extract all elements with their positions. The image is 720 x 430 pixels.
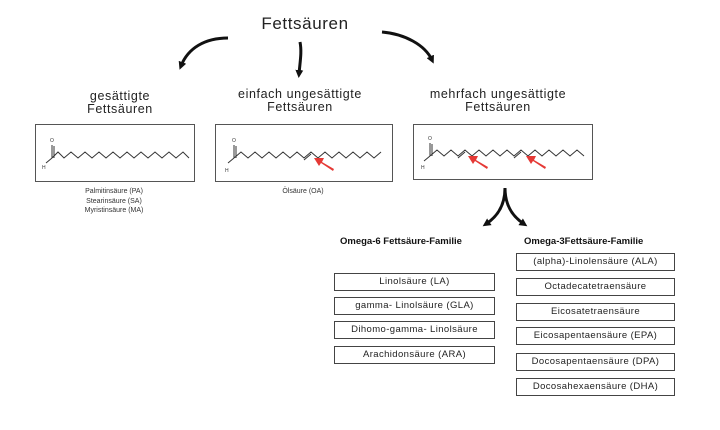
svg-text:O: O	[50, 138, 54, 144]
omega6-item: Dihomo-gamma- Linolsäure	[334, 321, 495, 339]
example-name: Myristinsäure (MA)	[84, 207, 144, 214]
double-bond-marker-arrow-2	[526, 156, 546, 169]
example-name: Stearinsäure (SA)	[86, 197, 142, 205]
svg-text:O: O	[232, 138, 236, 144]
molecule-box-monounsaturated: O H	[215, 124, 393, 182]
examples-saturated: Palmitinsäure (PA) Stearinsäure (SA) Myr…	[35, 187, 193, 216]
molecule-box-polyunsaturated: O H	[413, 124, 593, 180]
double-bond-marker-arrow-1	[468, 156, 488, 169]
arrow-to-omega6	[482, 187, 507, 227]
omega3-heading: Omega-3Fettsäure-Familie	[524, 236, 644, 247]
omega6-item: Arachidonsäure (ARA)	[334, 346, 495, 364]
category-title-monounsaturated: einfach ungesättigte Fettsäuren	[238, 87, 362, 114]
omega3-item: Docosahexaensäure (DHA)	[516, 378, 675, 396]
saturated-fatty-acid-structure: O H	[42, 138, 190, 171]
category-title-polyunsaturated: mehrfach ungesättigte Fettsäuren	[429, 87, 567, 114]
omega3-item: (alpha)-Linolensäure (ALA)	[516, 253, 675, 271]
svg-text:H: H	[225, 168, 229, 174]
category-title-saturated: gesättigte Fettsäuren	[87, 89, 153, 116]
arrow-to-monounsaturated	[295, 41, 304, 78]
molecule-box-saturated: O H	[35, 124, 195, 182]
svg-text:H: H	[421, 165, 425, 171]
omega6-heading: Omega-6 Fettsäure-Familie	[340, 236, 462, 247]
polyunsaturated-fatty-acid-structure: O H	[421, 136, 585, 171]
examples-monounsaturated: Ölsäure (OA)	[215, 187, 391, 197]
svg-text:H: H	[42, 165, 46, 171]
omega3-item: Eicosatetraensäure	[516, 303, 675, 321]
svg-text:O: O	[428, 136, 432, 142]
omega6-item: gamma- Linolsäure (GLA)	[334, 297, 495, 315]
arrow-to-saturated	[178, 36, 229, 70]
diagram-title: Fettsäuren	[261, 14, 349, 33]
monounsaturated-fatty-acid-structure: O H	[225, 138, 382, 174]
example-name: Ölsäure (OA)	[282, 188, 324, 195]
omega3-item: Docosapentaensäure (DPA)	[516, 353, 675, 371]
arrow-to-omega3	[503, 187, 528, 227]
example-name: Palmitinsäure (PA)	[85, 188, 143, 195]
omega6-item: Linolsäure (LA)	[334, 273, 495, 291]
omega3-item: Octadecatetraensäure	[516, 278, 675, 296]
double-bond-marker-arrow	[314, 158, 334, 171]
arrow-to-polyunsaturated	[381, 30, 434, 64]
omega3-item: Eicosapentaensäure (EPA)	[516, 327, 675, 345]
